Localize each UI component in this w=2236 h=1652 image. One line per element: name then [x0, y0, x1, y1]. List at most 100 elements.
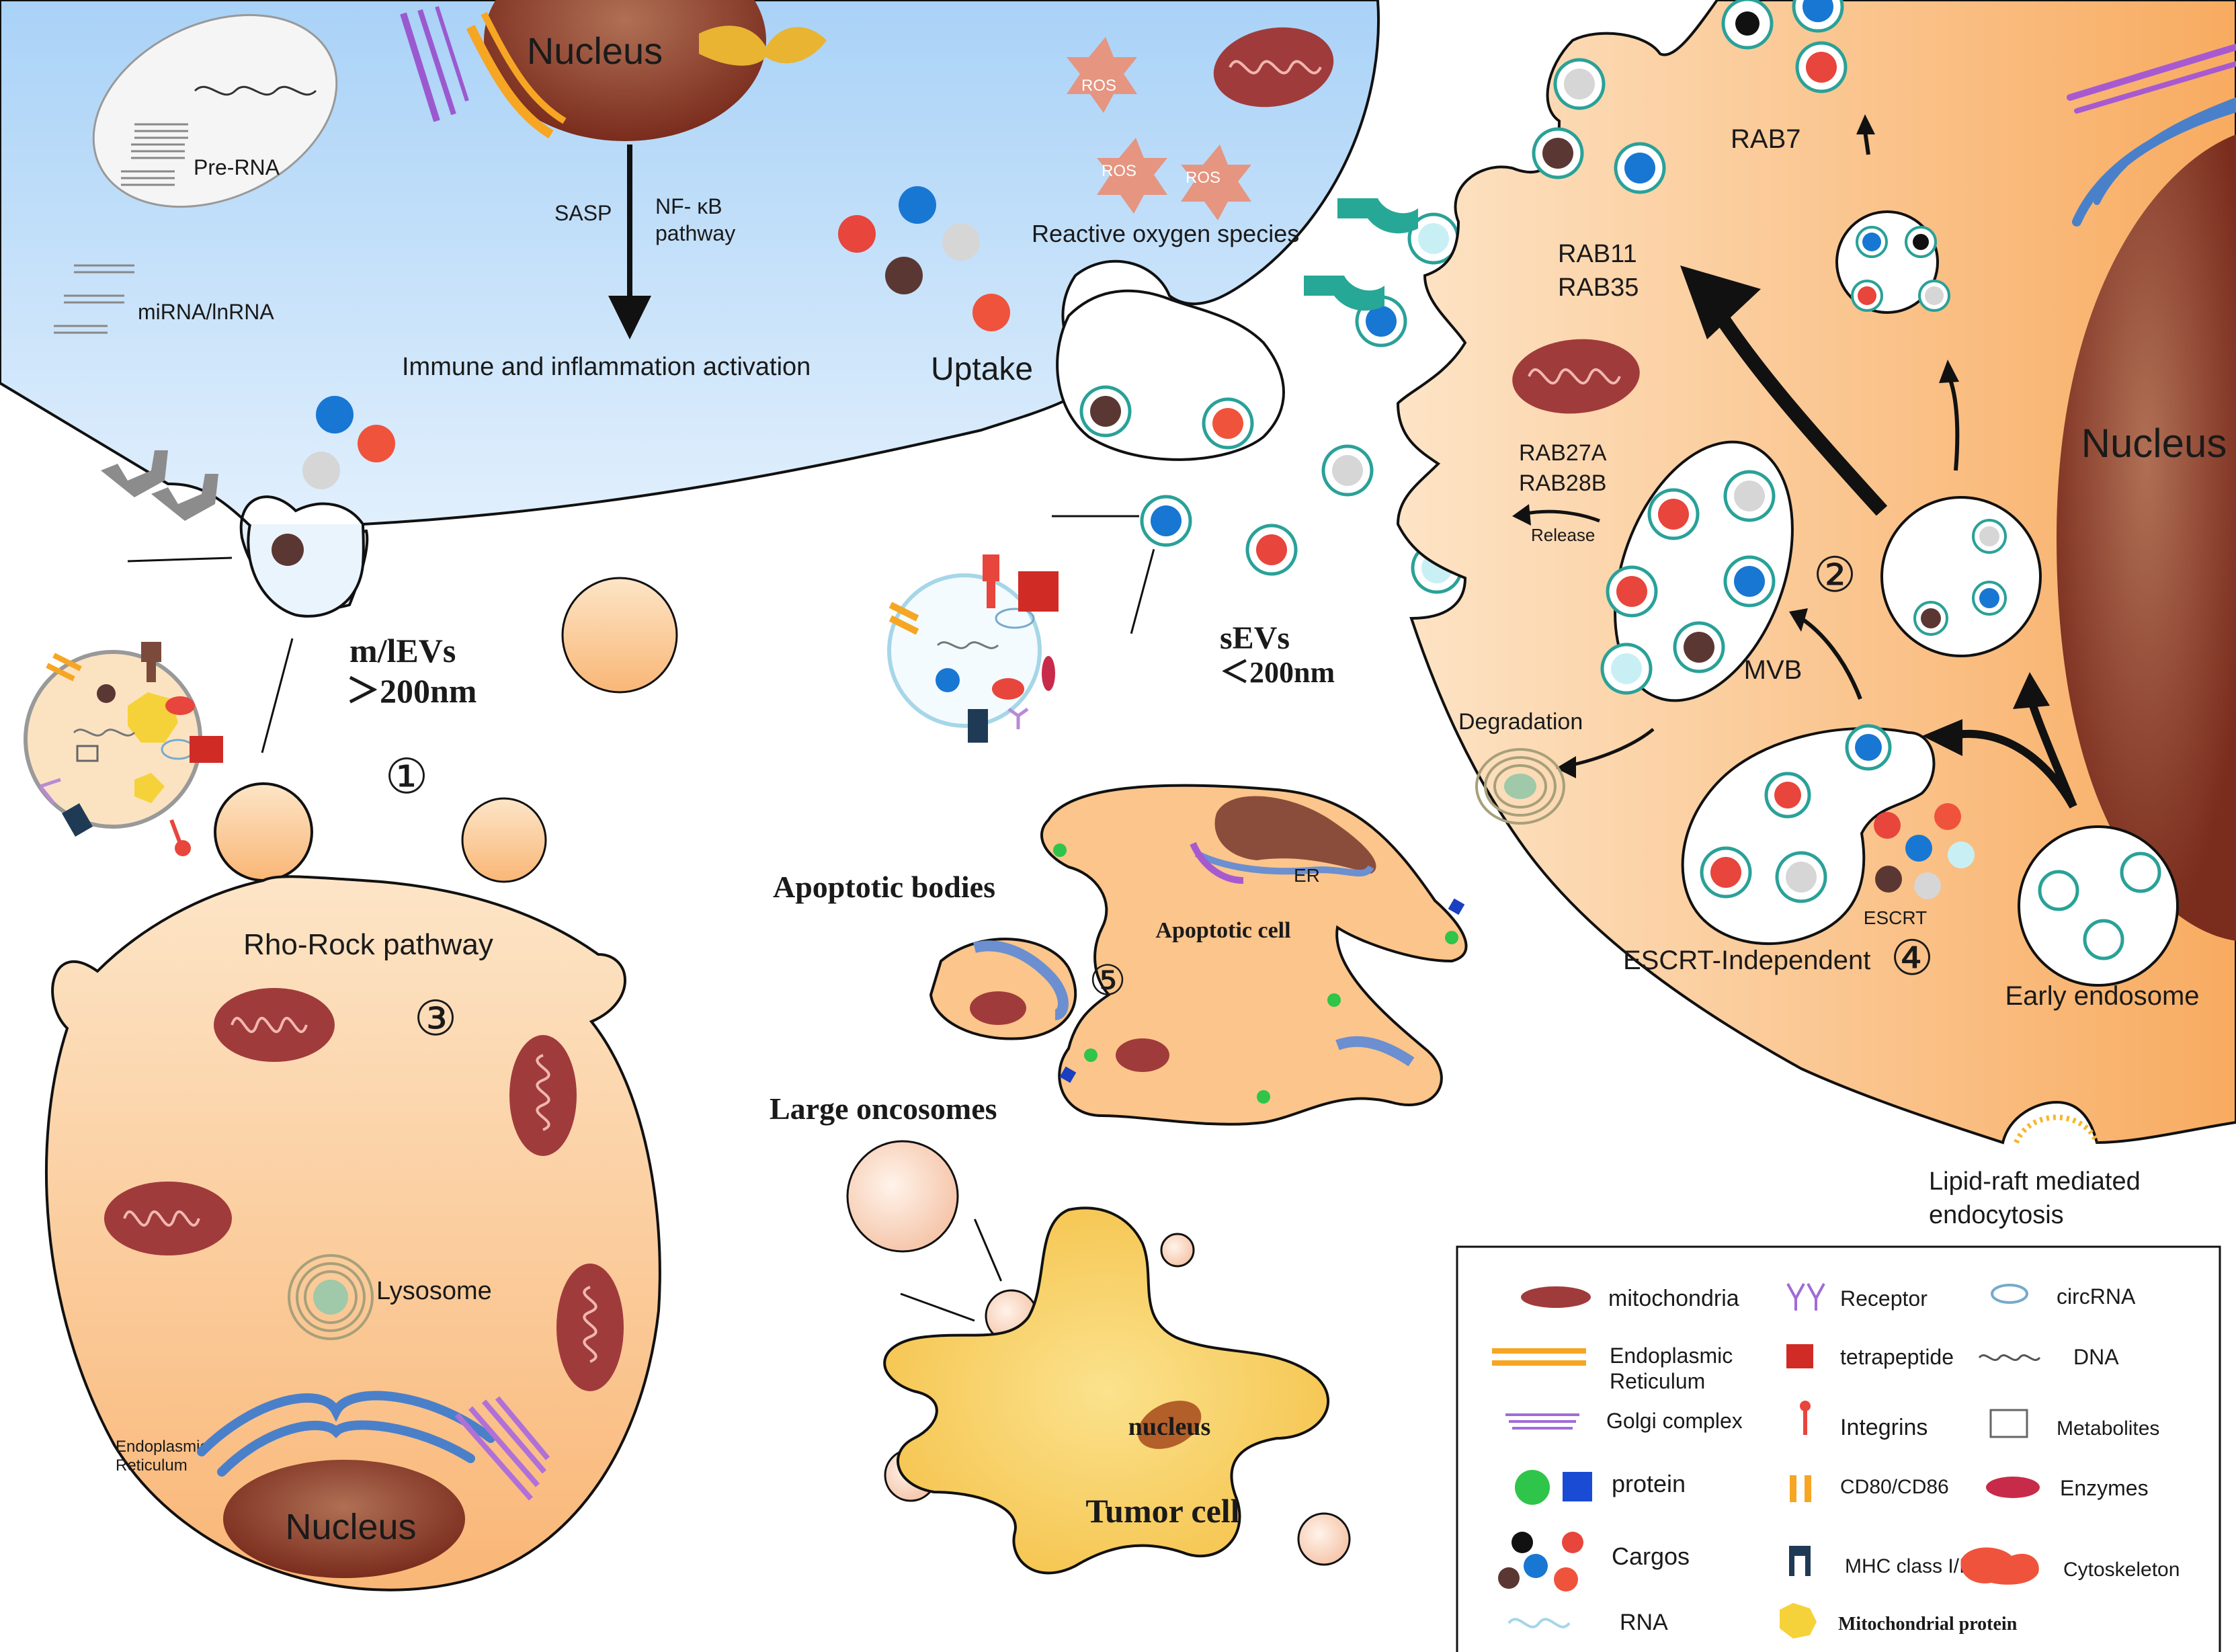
- er-label: Reticulum: [116, 1456, 188, 1475]
- cytoskeleton-icon: [1960, 1547, 2039, 1585]
- degradation-arrow: [1565, 728, 1655, 768]
- pathway-arrowhead: [1856, 114, 1875, 134]
- large-oncosome: [1297, 1512, 1351, 1566]
- nucleus: [223, 1460, 465, 1578]
- ev-vesicles: [1913, 519, 2007, 636]
- nucleus-label: Nucleus: [527, 30, 663, 72]
- step-4-label: ④: [1891, 932, 1934, 985]
- rab28b-label: RAB28B: [1519, 470, 1606, 496]
- pathway-arrowhead: [1789, 608, 1808, 632]
- rab11-label: RAB11: [1558, 240, 1637, 268]
- rho-rock-label: Rho-Rock pathway: [243, 928, 493, 961]
- mito-protein-icon: [1780, 1603, 1817, 1639]
- rab7-label: RAB7: [1731, 124, 1801, 154]
- tumor-cell-label: Tumor cell: [1085, 1492, 1239, 1530]
- lipid-raft-icon: [2014, 1114, 2100, 1144]
- immune-label: Immune and inflammation activation: [402, 353, 811, 381]
- pathway-arrow: [1863, 130, 1870, 155]
- degradation-arrowhead: [1556, 756, 1576, 778]
- cargos-icon: [1498, 1532, 1583, 1592]
- mirna-label: miRNA/lnRNA: [138, 300, 274, 324]
- mlevs-label: m/lEVs: [349, 632, 456, 669]
- step-1-label: ①: [385, 750, 429, 804]
- donor-cell-left: Rho-Rock pathway ③ Lysosome Endoplasmic …: [45, 782, 661, 1592]
- legend-label: MHC class I/II: [1845, 1555, 1971, 1577]
- nucleus: [1137, 1401, 1202, 1449]
- mitochondrion: [1116, 1038, 1169, 1072]
- pathway-label: pathway: [655, 221, 735, 245]
- mirna-icon: [54, 264, 134, 334]
- legend-label: tetrapeptide: [1840, 1345, 1954, 1369]
- pathway-arrow: [1800, 616, 1862, 700]
- ev-vesicles: [1532, 0, 1848, 194]
- rna-strand-icon: [121, 123, 188, 186]
- legend-label: Cytoskeleton: [2063, 1559, 2180, 1581]
- protein-icon: [1515, 1470, 1550, 1505]
- tumor-cell: [883, 1206, 1330, 1575]
- lipid-raft-label: Lipid-raft mediated: [1929, 1167, 2141, 1196]
- legend-label: mitochondria: [1608, 1286, 1739, 1311]
- legend-label: Cargos: [1612, 1542, 1690, 1570]
- legend-label: protein: [1612, 1470, 1686, 1497]
- lysosome-icon: [1475, 748, 1565, 825]
- cd80-icon: [1790, 1475, 1811, 1502]
- er-fragment: [1335, 1036, 1415, 1067]
- degradation-label: Degradation: [1458, 709, 1583, 735]
- legend-label: Metabolites: [2057, 1417, 2159, 1440]
- sev-structure-inset: [887, 554, 1059, 743]
- legend-label: Integrins: [1840, 1415, 1928, 1440]
- legend-label: Golgi complex: [1606, 1409, 1743, 1433]
- ros-text: ROS: [1102, 162, 1136, 180]
- legend-label: Mitochondrial protein: [1838, 1614, 2018, 1635]
- mitochondria-icon: [1521, 1286, 1591, 1308]
- sevs-size-label: ＜200nm: [1220, 656, 1335, 689]
- cargo-dot: [972, 294, 1010, 331]
- rab27a-label: RAB27A: [1519, 440, 1607, 466]
- escrt-label: ESCRT: [1864, 907, 1927, 928]
- legend-label: DNA: [2073, 1345, 2119, 1369]
- large-oncosome: [1160, 1233, 1195, 1268]
- rna-icon: [1507, 1618, 1571, 1628]
- cargo-dot: [358, 425, 395, 462]
- cargo-cluster: [1874, 803, 1975, 899]
- cargo-dot: [272, 534, 304, 566]
- microvesicle: [461, 797, 547, 883]
- cargo-dot: [899, 186, 936, 224]
- mlevs-group: m/lEVs ＞200nm ①: [24, 577, 678, 883]
- circrna-icon: [1991, 1284, 2028, 1304]
- recycling-arrow: [1714, 311, 1888, 516]
- mito-cristae: [1229, 60, 1322, 75]
- endocytosis-label: endocytosis: [1929, 1201, 2064, 1229]
- pointer-line: [127, 556, 233, 563]
- budding-mev: [214, 782, 313, 882]
- pointer-line: [973, 1219, 1003, 1282]
- pre-rna-label: Pre-RNA: [194, 155, 280, 179]
- recycling-arrowhead: [1680, 265, 1761, 339]
- legend-label: CD80/CD86: [1840, 1476, 1949, 1498]
- golgi-icon: [1190, 841, 1244, 884]
- pathway-arrow: [1947, 375, 1960, 471]
- cargo-dot: [302, 452, 340, 489]
- step-3-label: ③: [414, 992, 458, 1046]
- ros-text: ROS: [1081, 77, 1116, 95]
- early-endosome: [2018, 825, 2179, 987]
- metabolites-icon: [1989, 1409, 2028, 1438]
- er-label: Endoplasmic: [116, 1438, 208, 1456]
- protein-icon: [1563, 1472, 1592, 1501]
- mitochondria-group: [104, 988, 624, 1391]
- vesicle-outline: [2120, 852, 2161, 893]
- escrt-independent-compartment: [1681, 727, 1936, 946]
- release-arrowhead: [1512, 504, 1531, 526]
- legend-label: Reticulum: [1610, 1369, 1705, 1393]
- recipient-cell: Nucleus Pre-RNA miRNA/lnRNA SASP: [0, 0, 1380, 618]
- receptor-icon: [1786, 1283, 1825, 1311]
- golgi-legend-icon: [1505, 1413, 1579, 1430]
- er-icon: [1194, 850, 1374, 877]
- nucleus-fragment: [1214, 796, 1376, 874]
- release-arrow: [1522, 509, 1600, 523]
- early-endosome-label: Early endosome: [2005, 981, 2199, 1011]
- mito-cristae: [1528, 368, 1621, 385]
- cargo-dot: [838, 215, 876, 253]
- large-oncosome: [846, 1140, 959, 1253]
- pointer-line: [900, 1292, 975, 1322]
